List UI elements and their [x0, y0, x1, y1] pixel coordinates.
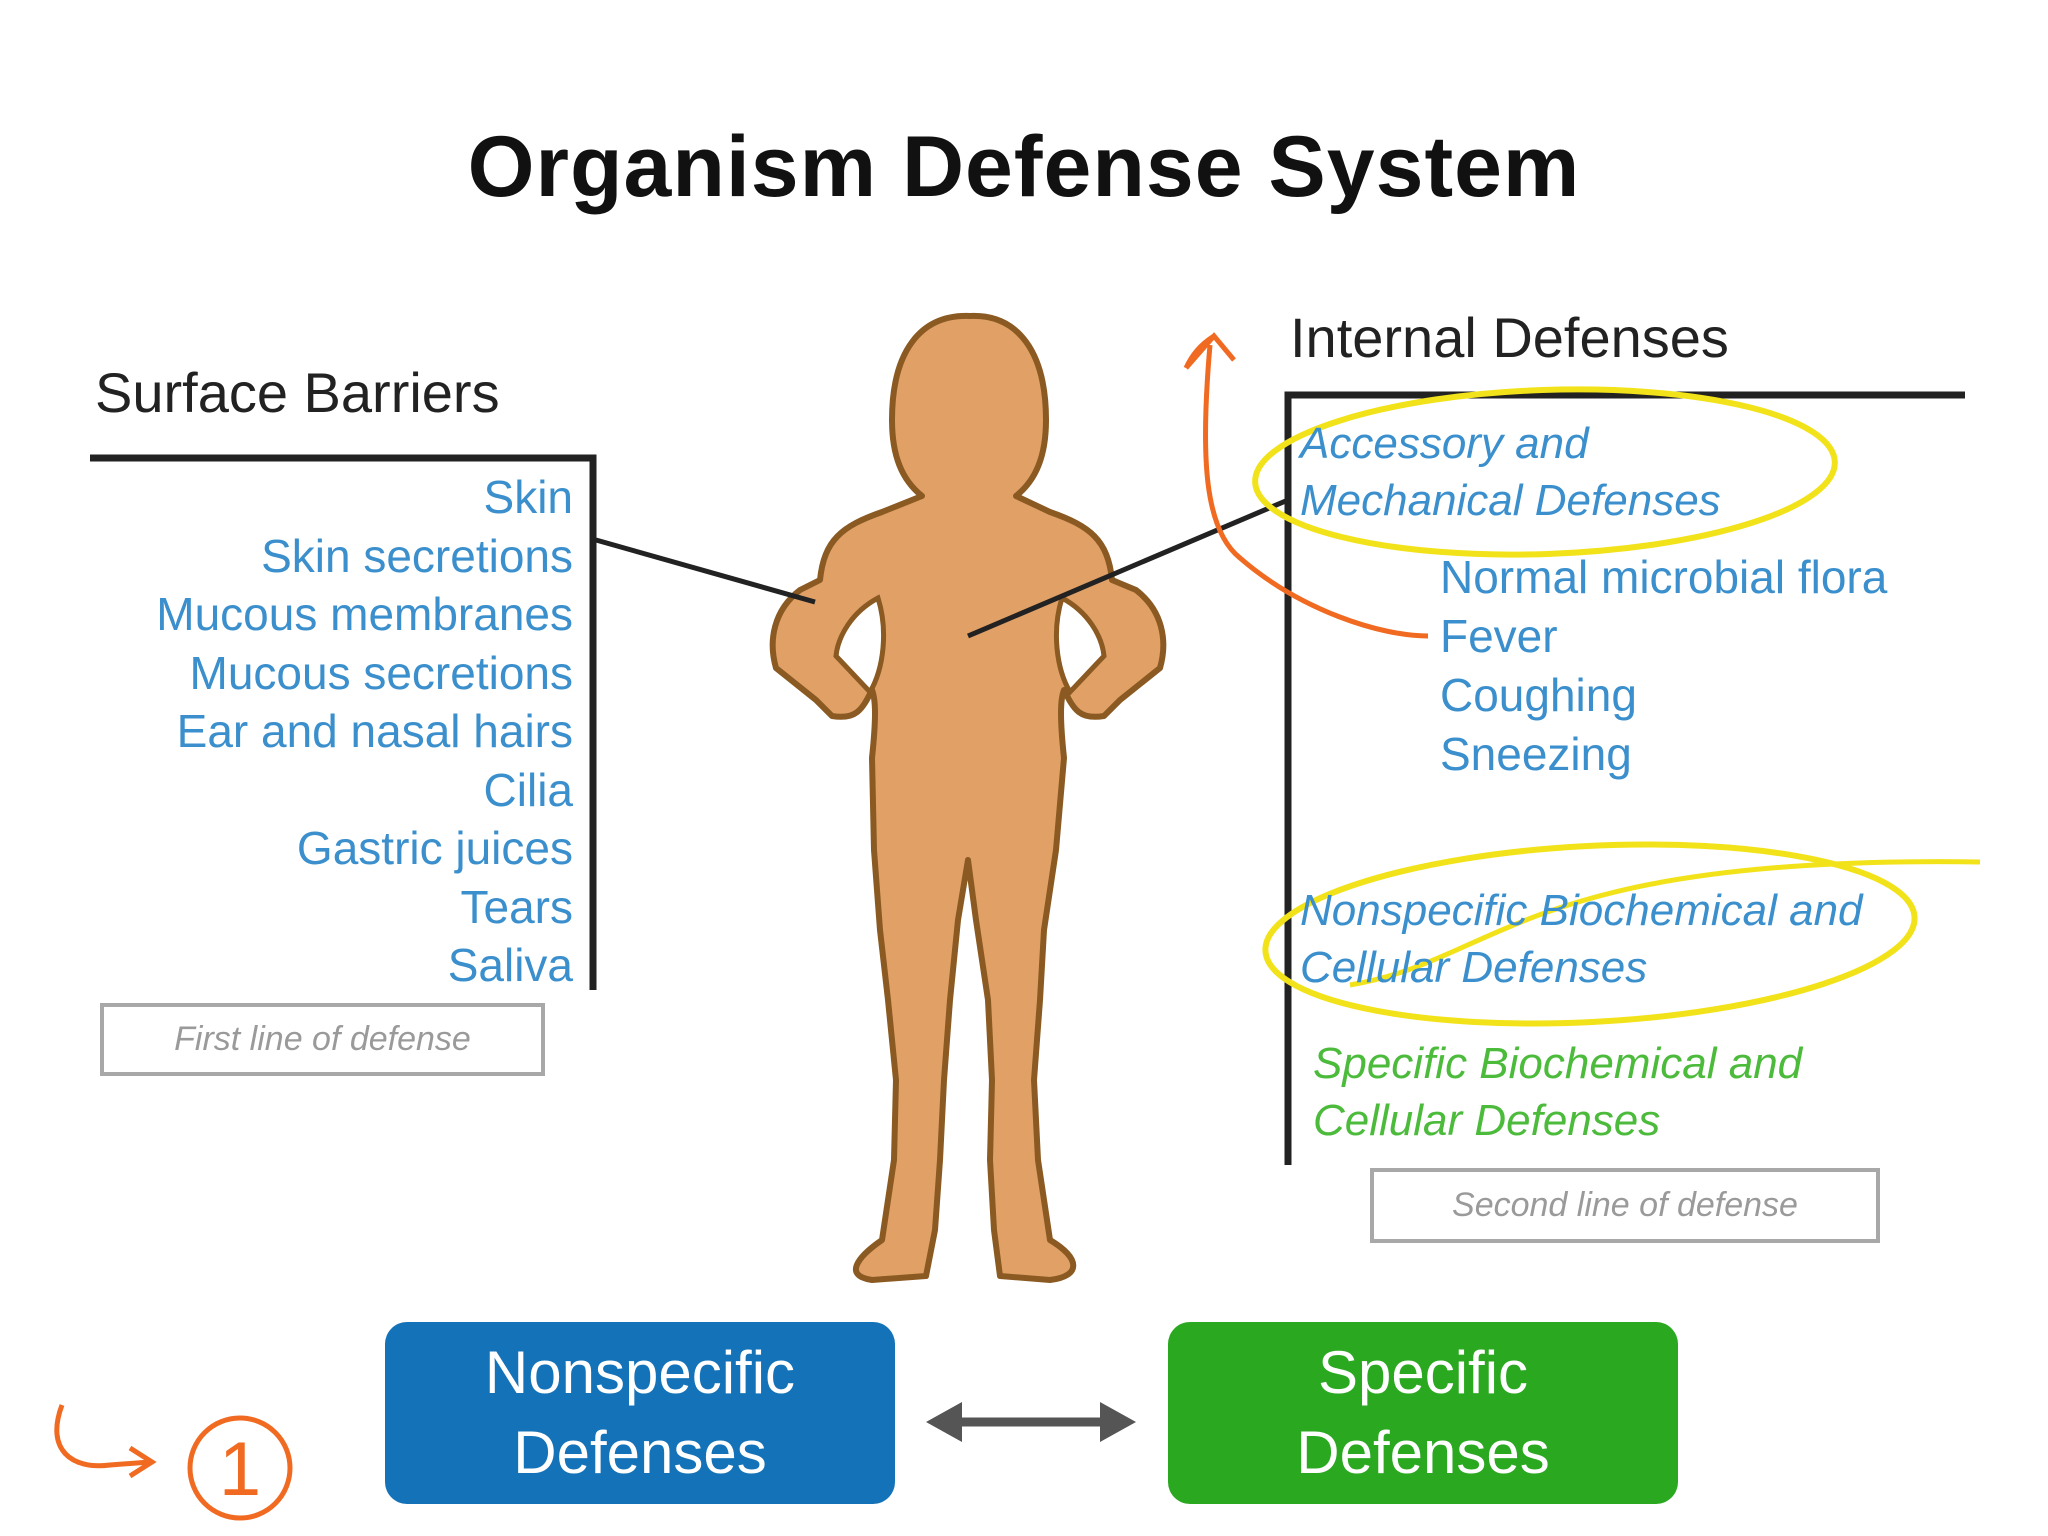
specific-defenses-heading: Specific Biochemical and Cellular Defens… [1313, 1035, 1802, 1149]
internal-bracket [1284, 391, 1965, 1165]
list-item: Gastric juices [296, 822, 573, 874]
human-silhouette [769, 312, 1167, 1283]
nonspecific-defenses-box: Nonspecific Defenses [385, 1322, 895, 1504]
nonspecific-box-line-2: Defenses [513, 1419, 767, 1486]
list-item: Saliva [447, 939, 573, 991]
return-arrow-icon [54, 1404, 157, 1479]
list-item: Skin secretions [261, 529, 573, 582]
internal-connector [967, 497, 1289, 639]
nonspecific-defenses-heading: Nonspecific Biochemical and Cellular Def… [1300, 882, 1863, 996]
list-item: Mucous membranes [156, 588, 573, 640]
annotation-number: 1 [219, 1427, 261, 1512]
double-arrow-left-head [926, 1402, 962, 1442]
accessory-line-2: Mechanical Defenses [1300, 476, 1721, 525]
fever-annotation-arrow [1202, 344, 1429, 639]
list-item: Cilia [483, 763, 573, 816]
second-line-label: Second line of defense [1370, 1168, 1880, 1243]
right-arm-gap [1053, 594, 1107, 697]
annotation-arrowhead [1183, 332, 1236, 370]
nonspecific-line-1: Nonspecific Biochemical and [1300, 886, 1863, 935]
accessory-defenses-heading: Accessory and Mechanical Defenses [1300, 415, 1721, 529]
list-item: Normal microbial flora [1440, 551, 1888, 603]
specific-box-line-2: Defenses [1296, 1419, 1550, 1486]
double-arrow-right-head [1100, 1402, 1136, 1442]
list-item: Skin [483, 471, 573, 523]
surface-bracket [90, 454, 597, 990]
accessory-line-1: Accessory and [1300, 419, 1589, 468]
list-item: Tears [460, 880, 573, 933]
page-title: Organism Defense System [467, 119, 1581, 215]
left-arm-gap [833, 594, 887, 697]
surface-barriers-heading: Surface Barriers [95, 361, 500, 424]
annotation-circle [187, 1415, 293, 1521]
highlight-nonspecific [1262, 841, 1918, 1027]
highlight-swoosh [1349, 859, 1981, 988]
list-item: Fever [1440, 610, 1558, 662]
specific-line-1: Specific Biochemical and [1313, 1039, 1803, 1088]
list-item: Ear and nasal hairs [176, 705, 573, 757]
surface-barriers-list: Skin Skin secretions Mucous membranes Mu… [156, 468, 573, 995]
specific-box-line-1: Specific [1317, 1339, 1529, 1406]
nonspecific-box-line-1: Nonspecific [484, 1339, 796, 1406]
list-item: Mucous secretions [189, 646, 574, 699]
list-item: Sneezing [1440, 728, 1632, 780]
list-item: Coughing [1440, 669, 1637, 721]
highlight-accessory [1252, 386, 1838, 558]
accessory-defenses-list: Normal microbial flora Fever Coughing Sn… [1440, 548, 1887, 784]
surface-connector [595, 537, 816, 605]
specific-defenses-box: Specific Defenses [1168, 1322, 1678, 1504]
internal-defenses-heading: Internal Defenses [1290, 306, 1729, 369]
specific-line-2: Cellular Defenses [1313, 1096, 1661, 1145]
nonspecific-line-2: Cellular Defenses [1300, 943, 1648, 992]
first-line-label: First line of defense [100, 1003, 545, 1076]
